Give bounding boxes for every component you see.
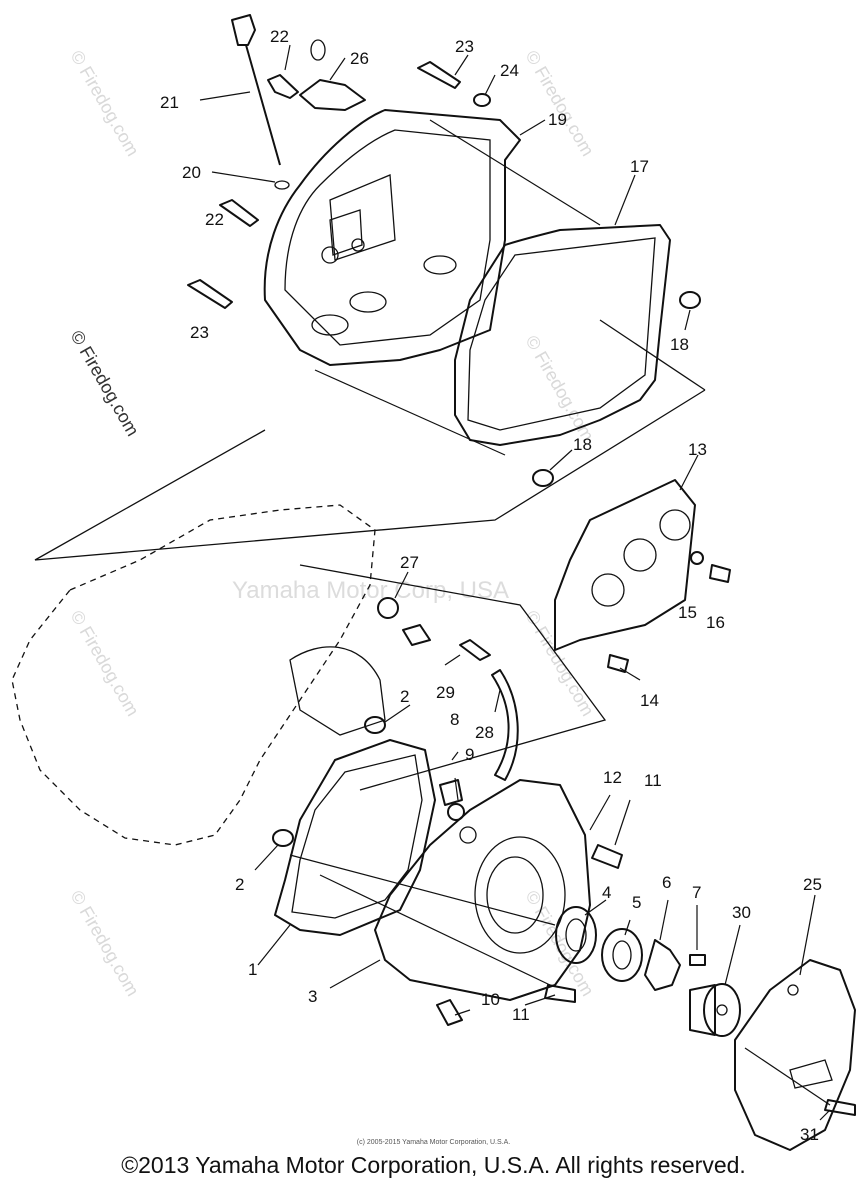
callout-21: 20	[182, 163, 201, 182]
footer-copyright: ©2013 Yamaha Motor Corporation, U.S.A. A…	[121, 1152, 746, 1178]
plane-lines	[34, 319, 706, 791]
dipstick	[231, 14, 290, 190]
callout-19: 19	[548, 110, 567, 129]
callout-14: 14	[640, 691, 659, 710]
callout-11: 11	[644, 771, 662, 790]
callout-7: 7	[692, 883, 701, 902]
callout-15: 15	[678, 603, 697, 622]
callout-10: 10	[481, 990, 500, 1009]
gasket-lower	[274, 739, 436, 936]
callout-23b: 23	[190, 323, 209, 342]
cover-plate-13	[554, 479, 696, 651]
callout-8: 8	[450, 710, 459, 729]
callout-labels: 21 22 26 23 24 19 20 17 22 23 18 18 13 2…	[160, 27, 822, 1144]
callout-23: 23	[455, 37, 474, 56]
callout-2b: 2	[235, 875, 244, 894]
callout-17: 17	[630, 157, 649, 176]
footer-small-copyright: (c) 2005-2015 Yamaha Motor Corporation, …	[356, 1139, 511, 1146]
gasket-upper	[454, 224, 671, 446]
callout-13: 13	[688, 440, 707, 459]
callout-22: 22	[270, 27, 289, 46]
callout-24: 24	[500, 61, 519, 80]
callout-16: 16	[706, 613, 725, 632]
watermark-site: © Firedog.com	[522, 607, 598, 719]
callout-12: 12	[603, 768, 622, 787]
callout-6: 6	[662, 873, 671, 892]
callout-26: 27	[400, 553, 419, 572]
watermark-site: © Firedog.com	[67, 607, 143, 719]
watermark-site: © Firedog.com	[522, 887, 598, 999]
pipe-29	[491, 669, 519, 781]
outer-cover-27	[734, 959, 856, 1151]
watermark-site: © Firedog.com	[522, 47, 598, 159]
callout-22b: 22	[205, 210, 224, 229]
crankcase-cover-lower	[374, 779, 591, 1001]
watermark-center: Yamaha Motor Corp, USA	[232, 577, 509, 604]
bolts	[187, 61, 856, 1116]
callout-3: 3	[308, 987, 317, 1006]
callout-29: 28	[475, 723, 494, 742]
engine-case-outline	[11, 504, 386, 846]
callout-28: 31	[800, 1125, 819, 1144]
crankcase-cover-upper	[263, 109, 521, 366]
bracket-25	[299, 39, 366, 111]
callout-25: 26	[350, 49, 369, 68]
callout-27: 25	[803, 875, 822, 894]
callout-2: 2	[400, 687, 409, 706]
shaft-31	[689, 983, 741, 1037]
callout-9: 9	[465, 745, 474, 764]
callout-4: 4	[602, 883, 611, 902]
callout-5: 5	[632, 893, 641, 912]
watermark-site-dark: © Firedog.com	[67, 327, 143, 439]
callout-18b: 18	[573, 435, 592, 454]
watermark-site: © Firedog.com	[67, 47, 143, 159]
dowel-pins	[272, 291, 704, 847]
callout-1: 1	[248, 960, 257, 979]
leader-lines	[199, 44, 831, 1121]
callout-30: 29	[436, 683, 455, 702]
callout-18: 18	[670, 335, 689, 354]
callout-11b: 11	[512, 1005, 530, 1024]
oil-seals	[555, 906, 643, 982]
watermark-site: © Firedog.com	[67, 887, 143, 999]
watermark-site: © Firedog.com	[522, 332, 598, 444]
callout-20: 21	[160, 93, 179, 112]
callout-31: 30	[732, 903, 751, 922]
plate-6	[644, 939, 681, 991]
